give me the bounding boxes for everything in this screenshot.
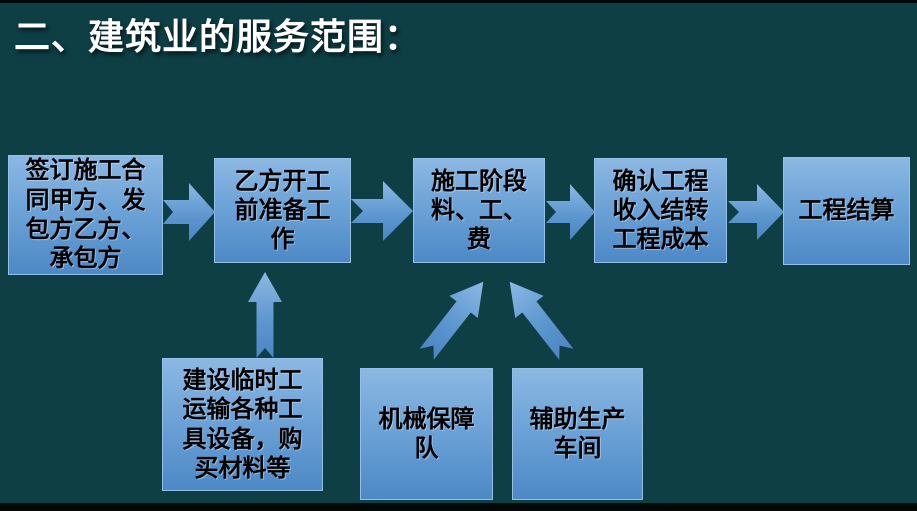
flow-step-label: 确认工程 收入结转 工程成本 [612, 167, 709, 254]
flow-step-label: 签订施工合 同甲方、发 包方乙方、 承包方 [25, 157, 146, 273]
flow-step-label: 工程结算 [798, 197, 895, 225]
flow-step-construction-stage: 施工阶段 料、工、 费 [413, 158, 545, 263]
arrow-right-icon [351, 181, 413, 241]
support-box-machinery-team: 机械保障 队 [360, 368, 493, 500]
flow-step-label: 施工阶段 料、工、 费 [431, 167, 527, 254]
arrow-up-icon [248, 272, 282, 358]
flow-step-pre-work: 乙方开工 前准备工 作 [214, 158, 351, 263]
slide-title: 二、建筑业的服务范围： [14, 16, 422, 57]
arrow-right-icon [546, 184, 595, 240]
flow-step-confirm-revenue: 确认工程 收入结转 工程成本 [594, 158, 727, 263]
flow-step-label: 乙方开工 前准备工 作 [234, 167, 331, 254]
support-box-auxiliary-workshop: 辅助生产 车间 [512, 368, 643, 500]
bottom-black-bar [0, 503, 917, 511]
support-box-label: 机械保障 队 [378, 405, 475, 462]
support-box-label: 辅助生产 车间 [529, 405, 626, 462]
arrow-right-icon [163, 183, 215, 241]
flow-step-sign-contract: 签订施工合 同甲方、发 包方乙方、 承包方 [8, 155, 163, 275]
top-black-bar [0, 0, 917, 3]
arrow-up-left-icon [509, 281, 574, 360]
arrow-right-icon [728, 184, 784, 240]
support-box-temp-facilities: 建设临时工 运输各种工 具设备，购 买材料等 [162, 358, 323, 491]
support-box-label: 建设临时工 运输各种工 具设备，购 买材料等 [182, 366, 303, 482]
arrow-up-right-icon [419, 281, 484, 360]
flow-step-settlement: 工程结算 [783, 157, 910, 265]
